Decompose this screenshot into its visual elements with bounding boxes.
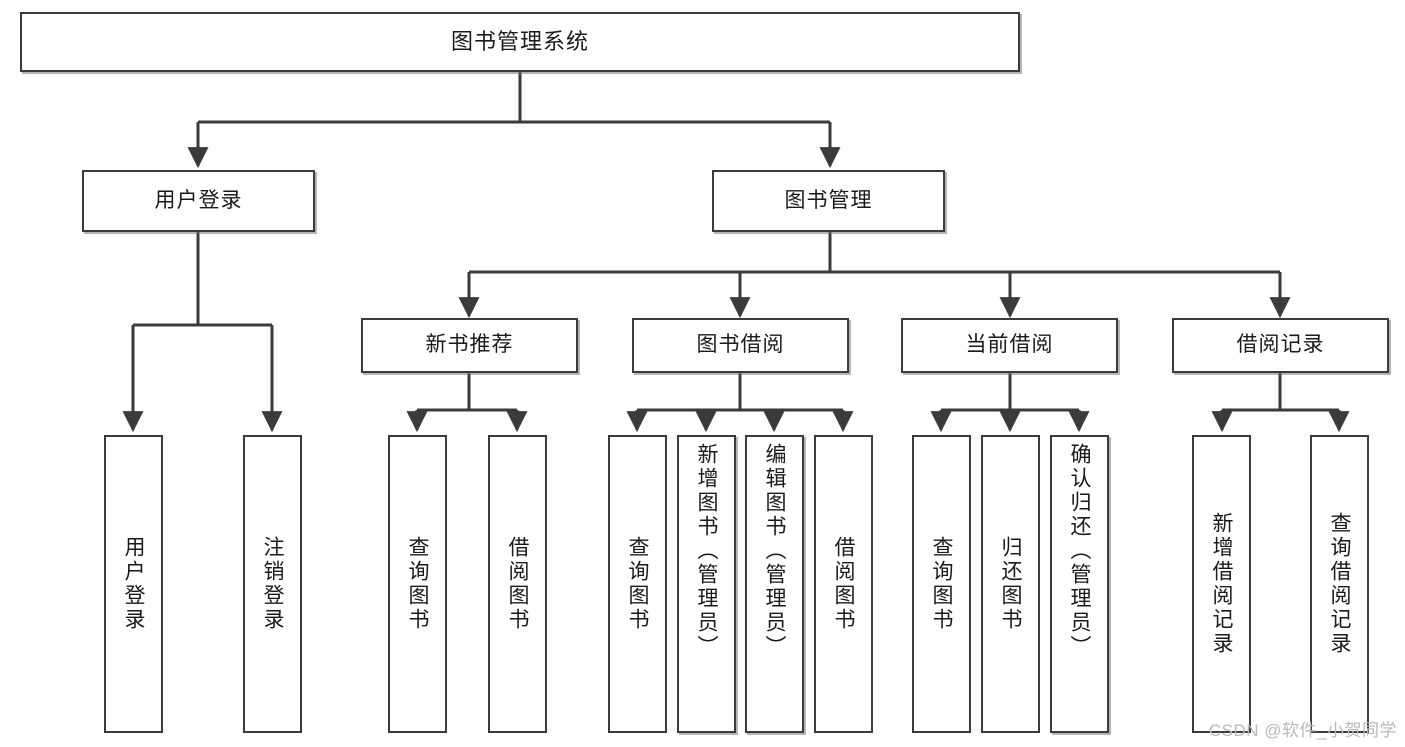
node-new-book-recommend[interactable]: 新书推荐 xyxy=(361,318,578,373)
node-label: 用户登录 xyxy=(154,188,243,212)
node-label: 新书推荐 xyxy=(425,333,514,357)
node-label: 借阅记录 xyxy=(1236,333,1325,357)
node-borrow-record[interactable]: 借阅记录 xyxy=(1172,318,1389,373)
node-label: 查询图书 xyxy=(406,536,429,632)
node-book-manage[interactable]: 图书管理 xyxy=(712,170,945,232)
leaf-borrow-book-borrow[interactable]: 借阅图书 xyxy=(814,435,873,733)
node-label: 归还图书 xyxy=(999,536,1022,632)
node-label: 图书借阅 xyxy=(696,333,785,357)
node-user-login[interactable]: 用户登录 xyxy=(82,170,315,232)
node-label: 确认归还（管理员） xyxy=(1068,443,1091,659)
node-label: 查询图书 xyxy=(930,536,953,632)
leaf-query-borrow-record[interactable]: 查询借阅记录 xyxy=(1310,435,1369,733)
node-label: 新增借阅记录 xyxy=(1210,512,1233,656)
node-label: 用户登录 xyxy=(122,536,145,632)
leaf-user-login[interactable]: 用户登录 xyxy=(104,435,163,733)
leaf-query-book-recommend[interactable]: 查询图书 xyxy=(388,435,447,733)
leaf-query-book-borrow[interactable]: 查询图书 xyxy=(608,435,667,733)
node-root-system[interactable]: 图书管理系统 xyxy=(20,12,1020,72)
node-label: 新增图书（管理员） xyxy=(695,443,718,659)
node-label: 借阅图书 xyxy=(832,536,855,632)
node-label: 图书管理系统 xyxy=(450,29,589,55)
node-label: 查询借阅记录 xyxy=(1328,512,1351,656)
leaf-add-borrow-record[interactable]: 新增借阅记录 xyxy=(1192,435,1251,733)
leaf-query-book-current[interactable]: 查询图书 xyxy=(912,435,971,733)
node-label: 当前借阅 xyxy=(965,333,1054,357)
watermark: CSDN @软件_小贺同学 xyxy=(1208,721,1397,740)
node-label: 注销登录 xyxy=(261,536,284,632)
leaf-confirm-return[interactable]: 确认归还（管理员） xyxy=(1050,435,1109,733)
node-label: 查询图书 xyxy=(626,536,649,632)
leaf-return-book[interactable]: 归还图书 xyxy=(981,435,1040,733)
node-label: 编辑图书（管理员） xyxy=(763,443,786,659)
node-label: 借阅图书 xyxy=(506,536,529,632)
node-book-borrow[interactable]: 图书借阅 xyxy=(632,318,849,373)
leaf-add-book[interactable]: 新增图书（管理员） xyxy=(677,435,736,733)
leaf-edit-book[interactable]: 编辑图书（管理员） xyxy=(745,435,804,733)
node-label: 图书管理 xyxy=(784,188,873,212)
node-current-borrow[interactable]: 当前借阅 xyxy=(901,318,1118,373)
leaf-logout-login[interactable]: 注销登录 xyxy=(243,435,302,733)
leaf-borrow-book-recommend[interactable]: 借阅图书 xyxy=(488,435,547,733)
